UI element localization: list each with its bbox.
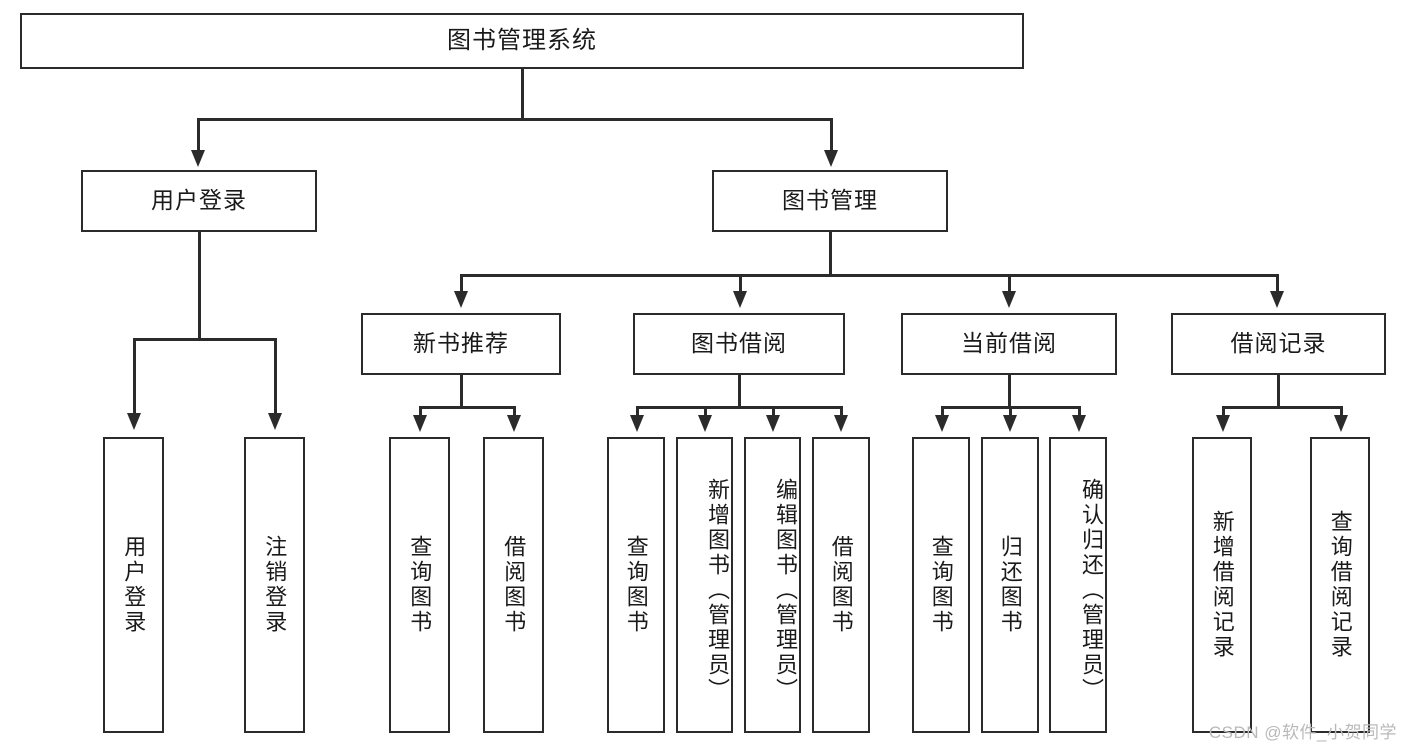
arrowhead-new-book bbox=[453, 291, 468, 308]
node-book-management[interactable]: 图书管理 bbox=[712, 170, 948, 232]
connector-new-book-bus bbox=[419, 406, 515, 409]
connector-to-book-borrow bbox=[739, 274, 742, 295]
arrowhead-leaf-user-login bbox=[126, 413, 141, 430]
leaf-bb-borrow-book[interactable]: 借阅图书 bbox=[812, 437, 870, 733]
leaf-nb-query-book[interactable]: 查询图书 bbox=[389, 437, 450, 733]
connector-br-leaf2 bbox=[1340, 406, 1343, 419]
arrowhead-current-borrow bbox=[1001, 291, 1016, 308]
arrowhead-cb-query-book bbox=[934, 415, 949, 432]
connector-bb-leaf3 bbox=[772, 406, 775, 419]
arrowhead-nb-borrow-book bbox=[506, 415, 521, 432]
arrowhead-leaf-logout bbox=[267, 413, 282, 430]
connector-user-login-to-leaf1 bbox=[133, 338, 136, 417]
leaf-logout[interactable]: 注销登录 bbox=[244, 437, 305, 733]
leaf-user-login[interactable]: 用户登录 bbox=[103, 437, 164, 733]
arrowhead-bb-edit-book bbox=[765, 415, 780, 432]
connector-cb-leaf3 bbox=[1078, 406, 1081, 419]
connector-current-borrow-stem bbox=[1008, 375, 1011, 406]
connector-root-to-user-login bbox=[197, 118, 200, 154]
connector-cb-leaf2 bbox=[1009, 406, 1012, 419]
arrowhead-book-borrow bbox=[732, 291, 747, 308]
connector-root-to-book-mgmt bbox=[830, 118, 833, 154]
connector-bb-leaf1 bbox=[636, 406, 639, 419]
arrowhead-user-login bbox=[190, 150, 205, 167]
connector-borrow-record-stem bbox=[1277, 375, 1280, 406]
node-borrow-record[interactable]: 借阅记录 bbox=[1171, 313, 1386, 375]
arrowhead-bb-add-book bbox=[697, 415, 712, 432]
connector-user-login-bus bbox=[133, 338, 275, 341]
leaf-bb-edit-book[interactable]: 编辑图书（管理员） bbox=[744, 437, 801, 733]
arrowhead-cb-confirm-return bbox=[1071, 415, 1086, 432]
connector-to-borrow-record bbox=[1276, 274, 1279, 295]
connector-user-login-to-leaf2 bbox=[274, 338, 277, 417]
connector-book-borrow-bus bbox=[636, 406, 840, 409]
leaf-cb-confirm-return[interactable]: 确认归还（管理员） bbox=[1049, 437, 1107, 733]
leaf-br-query-record[interactable]: 查询借阅记录 bbox=[1310, 437, 1370, 733]
arrowhead-nb-query-book bbox=[412, 415, 427, 432]
connector-root-bus bbox=[197, 118, 833, 121]
leaf-cb-query-book[interactable]: 查询图书 bbox=[912, 437, 970, 733]
leaf-br-add-record[interactable]: 新增借阅记录 bbox=[1192, 437, 1252, 733]
node-user-login[interactable]: 用户登录 bbox=[81, 170, 317, 232]
arrowhead-bb-query-book bbox=[629, 415, 644, 432]
node-new-book-recommend[interactable]: 新书推荐 bbox=[361, 313, 561, 375]
arrowhead-br-add-record bbox=[1215, 415, 1230, 432]
connector-book-mgmt-stem bbox=[829, 232, 832, 274]
connector-new-book-leaf1 bbox=[419, 406, 422, 419]
arrowhead-borrow-record bbox=[1269, 291, 1284, 308]
connector-new-book-stem bbox=[460, 375, 463, 406]
node-root-system[interactable]: 图书管理系统 bbox=[20, 13, 1024, 69]
csdn-watermark: CSDN @软件_小贺同学 bbox=[1208, 723, 1397, 742]
node-current-borrow[interactable]: 当前借阅 bbox=[901, 313, 1117, 375]
node-book-borrow[interactable]: 图书借阅 bbox=[633, 313, 845, 375]
connector-user-login-stem bbox=[198, 232, 201, 338]
connector-borrow-record-bus bbox=[1222, 406, 1340, 409]
arrowhead-bb-borrow-book bbox=[833, 415, 848, 432]
leaf-bb-add-book[interactable]: 新增图书（管理员） bbox=[676, 437, 733, 733]
connector-root-stem bbox=[521, 69, 524, 118]
connector-new-book-leaf2 bbox=[513, 406, 516, 419]
connector-to-current-borrow bbox=[1008, 274, 1011, 295]
connector-bb-leaf4 bbox=[840, 406, 843, 419]
connector-cb-leaf1 bbox=[941, 406, 944, 419]
connector-br-leaf1 bbox=[1222, 406, 1225, 419]
arrowhead-book-mgmt bbox=[823, 150, 838, 167]
leaf-cb-return-book[interactable]: 归还图书 bbox=[981, 437, 1039, 733]
leaf-nb-borrow-book[interactable]: 借阅图书 bbox=[483, 437, 544, 733]
arrowhead-br-query-record bbox=[1333, 415, 1348, 432]
connector-book-borrow-stem bbox=[738, 375, 741, 406]
arrowhead-cb-return-book bbox=[1002, 415, 1017, 432]
connector-book-mgmt-bus bbox=[460, 274, 1278, 277]
leaf-bb-query-book[interactable]: 查询图书 bbox=[607, 437, 665, 733]
connector-bb-leaf2 bbox=[704, 406, 707, 419]
connector-to-new-book bbox=[460, 274, 463, 295]
